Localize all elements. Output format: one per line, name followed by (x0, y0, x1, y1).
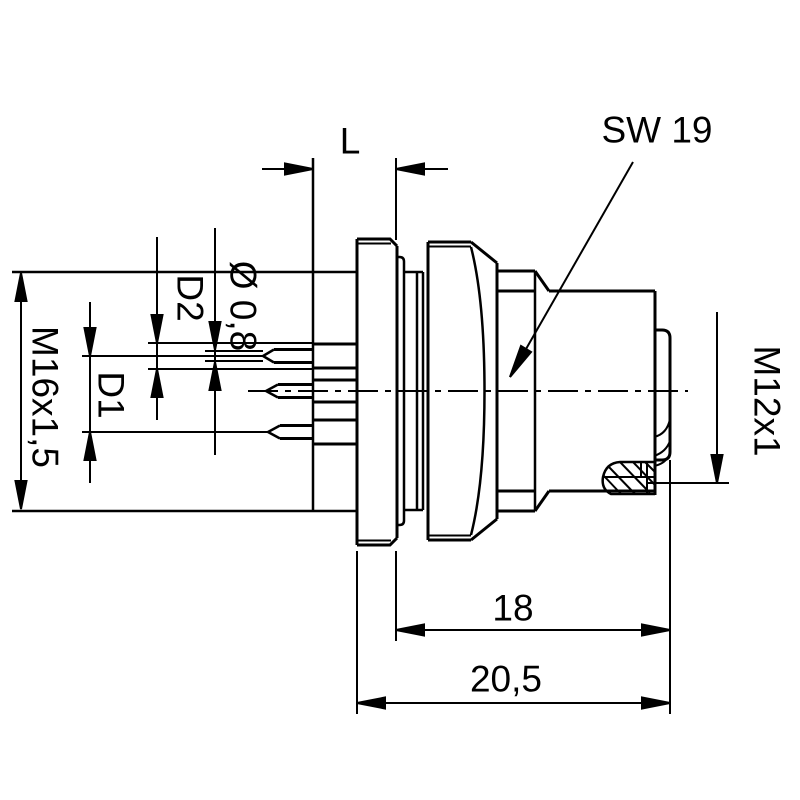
hatch-lines (603, 461, 656, 495)
dimension-m12 (648, 312, 729, 484)
dimension-l (262, 158, 448, 240)
connector-body (12, 158, 672, 547)
mounting-flange (355, 237, 399, 547)
label-d1: D1 (91, 371, 132, 418)
label-pin-diameter: Ø 0,8 (223, 261, 264, 352)
hex-nut (426, 240, 499, 542)
label-front-thread: M12x1 (747, 345, 788, 456)
dimension-labels: L SW 19 Ø 0,8 D2 D1 M16x1,5 M12x1 18 20,… (25, 110, 788, 700)
dimension-d2 (148, 237, 313, 420)
label-d2: D2 (170, 274, 211, 321)
dimension-pin-diameter (208, 228, 222, 455)
leader-sw19 (509, 161, 634, 378)
dimension-18 (395, 460, 671, 714)
dimension-m16 (14, 272, 28, 510)
solder-pin-middle (263, 378, 357, 404)
label-rear-thread: M16x1,5 (25, 326, 66, 468)
front-thread-cylinder (498, 289, 657, 495)
spacer-ring (404, 270, 425, 512)
label-pin-length: L (340, 121, 361, 162)
solder-pins (205, 342, 357, 446)
sectioned-seal (601, 460, 656, 496)
dimension-205 (356, 551, 671, 714)
solder-pin-bottom (265, 418, 357, 446)
label-wrench-size: SW 19 (601, 110, 712, 151)
dimension-lines (14, 158, 729, 714)
seal-washer (397, 255, 406, 527)
dimension-d1 (82, 302, 268, 483)
front-end-cap (653, 328, 672, 467)
hex-corner-arc (469, 246, 486, 536)
label-front-length: 18 (492, 588, 533, 629)
label-overall-length: 20,5 (470, 659, 542, 700)
thread-collar (497, 269, 551, 513)
